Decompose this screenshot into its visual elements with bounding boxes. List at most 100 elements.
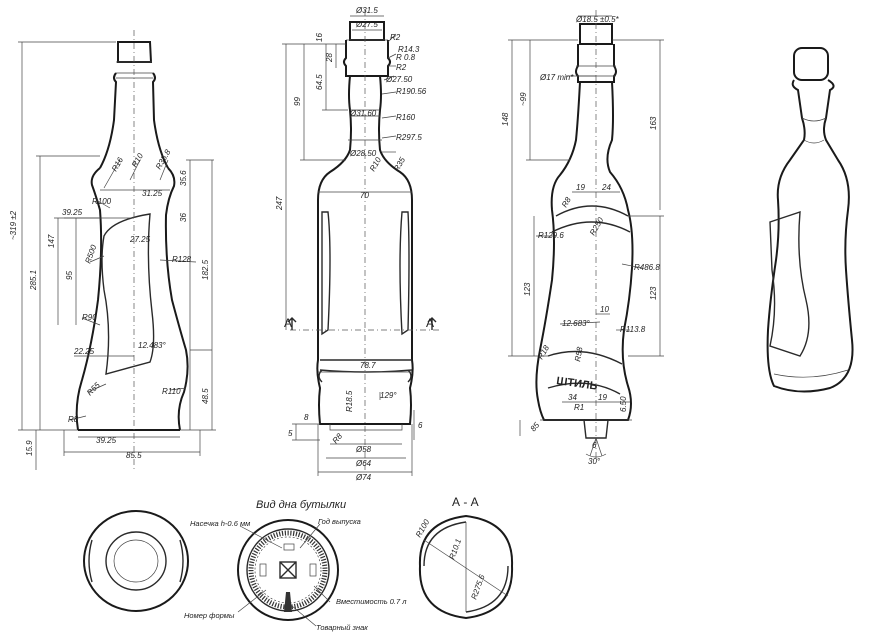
dim-159: 15.9: [25, 440, 34, 456]
dim-2225: 22.25: [73, 347, 95, 356]
dim-r2: R2: [390, 33, 401, 42]
dim-h148: 148: [501, 112, 510, 126]
perspective-sketch: [766, 47, 854, 393]
dim-angle: 12.483°: [138, 341, 166, 350]
section-aa: А - А R100 R10.1 R275.6: [414, 495, 514, 620]
dim-d64: Ø64: [355, 459, 372, 468]
dim-aa-r2756: R275.6: [469, 573, 486, 601]
trademark-note: Товарный знак: [316, 623, 368, 632]
dim-w19: 19: [576, 183, 585, 192]
dim-a30: 30°: [588, 457, 601, 466]
dim-h5: 5: [288, 429, 293, 438]
dim-r8r: R8: [560, 195, 573, 209]
dim-r250: R250: [588, 215, 606, 237]
section-mark-right: A: [426, 316, 434, 330]
dim-a129: 129°: [380, 391, 397, 400]
dim-r185: R18.5: [345, 390, 354, 412]
top-view: [83, 510, 189, 612]
dim-a12683: 12.683°: [562, 319, 590, 328]
year-note: Год выпуска: [318, 517, 361, 526]
dim-r90: R90: [82, 313, 97, 322]
dim-h123: 123: [523, 282, 532, 296]
dim-w10: 10: [600, 305, 609, 314]
dim-48: 48.5: [201, 388, 210, 404]
dim-d74: Ø74: [355, 473, 372, 482]
dim-r1: R1: [574, 403, 584, 412]
dim-d315: Ø31.5: [355, 6, 378, 15]
dim-r1138: R113.8: [620, 325, 646, 334]
side-view: Ø31.5 Ø27.5 R2 R14.3 R 0.8 R2 Ø27.50 R19…: [275, 6, 440, 482]
dim-d2750: Ø27.50: [385, 75, 413, 84]
dim-h99r: ~99: [519, 92, 528, 106]
dim-d3160: Ø31.60: [349, 109, 377, 118]
dim-356: 35.6: [179, 170, 188, 186]
dim-d2850: Ø28.50: [349, 149, 377, 158]
dim-r16: R16: [110, 155, 125, 173]
dim-h28: 28: [325, 53, 334, 63]
dim-w34: 34: [568, 393, 577, 402]
dim-h163: 163: [649, 116, 658, 130]
dim-h247: 247: [275, 196, 284, 211]
dim-650: 6.50: [619, 396, 628, 412]
dim-3125: 31.25: [142, 189, 163, 198]
capacity-note: Вместимость 0.7 л: [336, 597, 407, 606]
dim-285: 285.1: [29, 270, 38, 291]
dim-r55: R55: [85, 380, 102, 397]
bottom-view-title: Вид дна бутылки: [256, 499, 346, 511]
dim-r8: R8: [331, 431, 345, 445]
dim-855: 85.5: [126, 451, 142, 460]
right-view: ШТИЛЬ Ø18.5 ±0.5* Ø17 min* ~99: [501, 10, 664, 466]
dim-r8: R8: [68, 415, 79, 424]
dim-h645: 64.5: [315, 74, 324, 90]
dim-95: 95: [65, 271, 74, 280]
dim-r358: R35.8: [154, 148, 173, 171]
section-mark-left: A: [284, 316, 292, 330]
dim-147: 147: [47, 234, 56, 248]
dim-w70: 70: [360, 191, 369, 200]
dim-r2975: R297.5: [396, 133, 422, 142]
dim-w24: 24: [601, 183, 611, 192]
dim-aa-r101: R10.1: [447, 538, 463, 561]
dim-overall-height: ~319 ±2: [9, 210, 18, 240]
dim-h16: 16: [315, 33, 324, 42]
dim-d58: Ø58: [355, 445, 372, 454]
dim-r1296: R129.6: [538, 231, 564, 240]
bottle-bottom-view: Вид дна бутылки Насечка h-0.6 мм Год вып…: [184, 499, 407, 632]
dim-w787: 78.7: [360, 361, 376, 370]
dim-d17: Ø17 min*: [539, 73, 574, 82]
dim-h85: 85: [529, 420, 542, 433]
dim-h99: 99: [293, 97, 302, 106]
dim-r35: R35: [392, 155, 407, 173]
dim-r10: R10: [130, 151, 145, 169]
dim-r100: R100: [92, 197, 112, 206]
dim-r143: R14.3: [398, 45, 420, 54]
dim-36: 36: [179, 213, 188, 222]
dim-d185: Ø18.5 ±0.5*: [575, 15, 620, 24]
dim-h6: 6: [418, 421, 423, 430]
dim-r160: R160: [396, 113, 416, 122]
dim-h6r: 6: [592, 441, 597, 450]
dim-d275: Ø27.5: [355, 20, 378, 29]
dim-r128: R128: [172, 255, 192, 264]
dim-r110: R110: [162, 387, 181, 396]
dim-r18: R18: [536, 343, 551, 361]
dim-2725: 27.25: [129, 235, 151, 244]
brand-logo-text: ШТИЛЬ: [556, 375, 599, 393]
notch-note: Насечка h-0.6 мм: [190, 519, 250, 528]
dim-3925: 39.25: [62, 208, 83, 217]
dim-r19056: R190.56: [396, 87, 427, 96]
dim-aa-r100: R100: [414, 517, 432, 539]
front-view: ~319 ±2 285.1 147 95 182.5 48.5 15.9 35.…: [9, 30, 216, 470]
dim-182: 182.5: [201, 259, 210, 280]
dim-w19b: 19: [598, 393, 607, 402]
dim-r08: R 0.8: [396, 53, 416, 62]
section-aa-title: А - А: [452, 495, 479, 509]
form-number-note: Номер формы: [184, 611, 235, 620]
dim-3925b: 39.25: [96, 436, 117, 445]
dim-h123b: 123: [649, 286, 658, 300]
dim-h8: 8: [304, 413, 309, 422]
dim-r58: R58: [573, 346, 585, 363]
dim-r4868: R486.8: [634, 263, 660, 272]
dim-r2b: R2: [396, 63, 407, 72]
